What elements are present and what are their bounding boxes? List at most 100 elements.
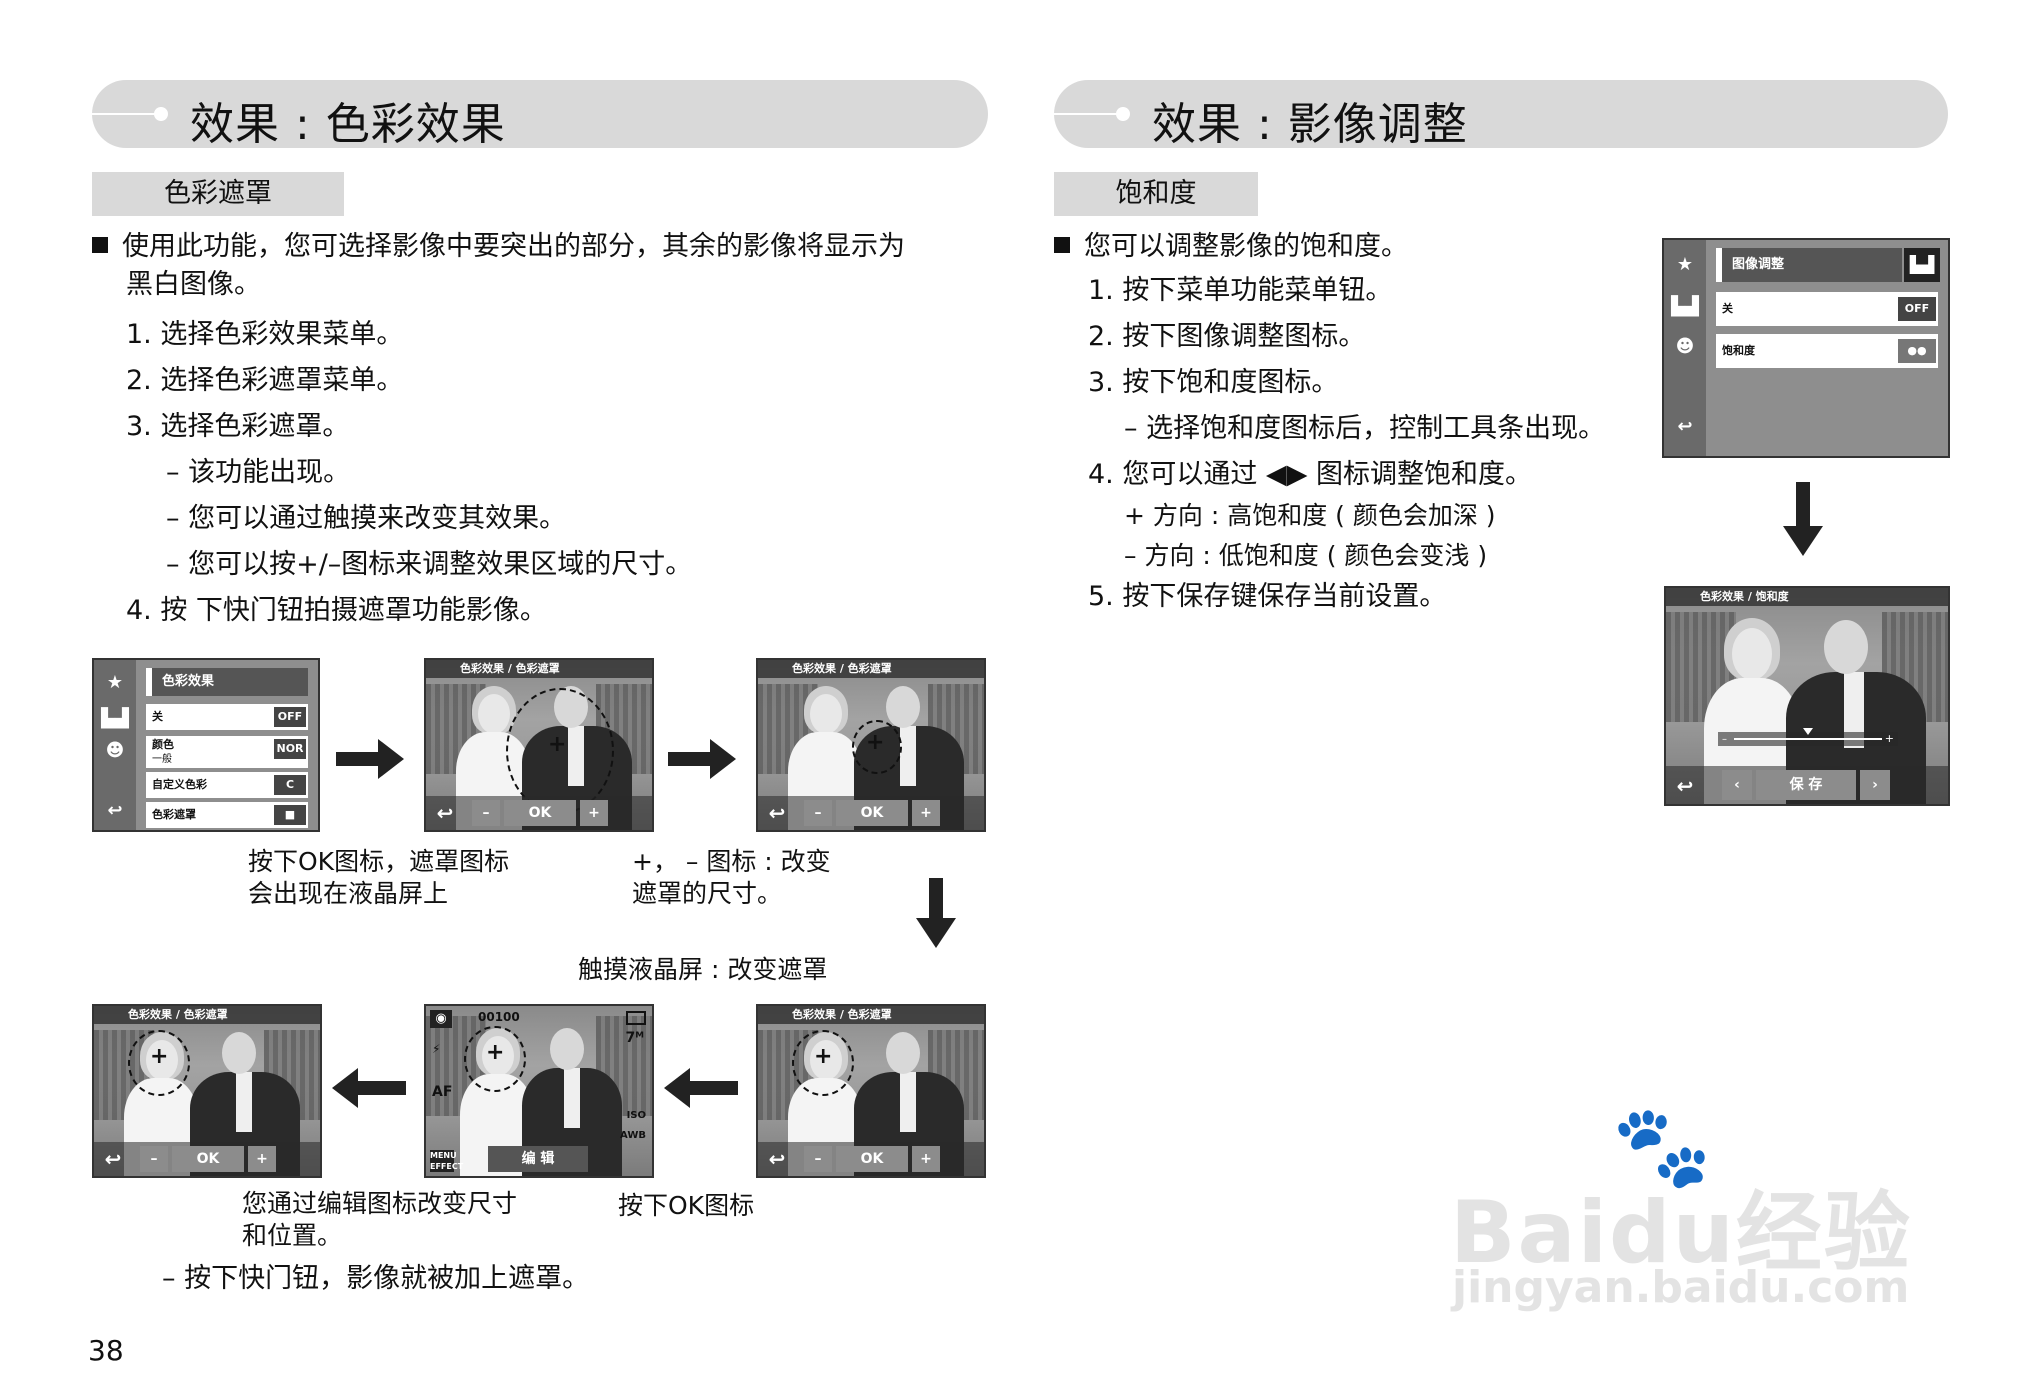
- mask-crosshair: +: [866, 730, 885, 755]
- mask-circle[interactable]: [128, 1030, 190, 1096]
- left-substep-2: – 您可以通过触摸来改变其效果。: [166, 503, 567, 534]
- mask-circle[interactable]: [792, 1030, 854, 1096]
- mask-circle[interactable]: [852, 720, 902, 774]
- left-step-3: 3. 选择色彩遮罩。: [126, 411, 350, 442]
- screen-title-bar: 色彩效果 / 饱和度: [1666, 588, 1948, 606]
- slider-thumb[interactable]: [1803, 728, 1813, 735]
- ok-button[interactable]: OK: [836, 1146, 908, 1172]
- right-sub-tab: 饱和度: [1054, 172, 1258, 216]
- mask-circle[interactable]: [464, 1026, 526, 1092]
- iso-icon[interactable]: ISO: [626, 1110, 646, 1121]
- mask-crosshair: +: [814, 1044, 833, 1069]
- right-substep: – 选择饱和度图标后，控制工具条出现。: [1124, 413, 1606, 444]
- arrow-down-left: [929, 878, 943, 920]
- back-button[interactable]: ↩: [104, 1147, 122, 1171]
- watermark-brand: Baidu经验: [1450, 1183, 1912, 1283]
- shot-counter: 00100: [478, 1010, 520, 1024]
- arrow-right-2-head: [710, 739, 736, 779]
- minus-button[interactable]: –: [804, 800, 832, 826]
- mask-crosshair: +: [548, 732, 567, 757]
- histogram-header-icon: ▙▟: [1904, 248, 1940, 282]
- af-icon[interactable]: AF: [432, 1084, 453, 1100]
- ok-button[interactable]: OK: [172, 1146, 244, 1172]
- screen-title-bar: 色彩效果 / 色彩遮罩: [758, 1006, 984, 1024]
- right-banner: 效果 : 影像调整: [1054, 80, 1948, 150]
- ok-button[interactable]: OK: [504, 800, 576, 826]
- caption-ok-mask: 按下OK图标，遮罩图标会出现在液晶屏上: [248, 847, 510, 908]
- menu-title: 图像调整: [1716, 248, 1902, 282]
- left-step-1: 1. 选择色彩效果菜单。: [126, 319, 404, 350]
- baidu-paw-logo: 🐾: [1612, 1100, 1712, 1193]
- mask-crosshair: +: [486, 1040, 505, 1065]
- right-step-3: 3. 按下饱和度图标。: [1088, 367, 1339, 398]
- plus-button[interactable]: +: [580, 800, 608, 826]
- back-button[interactable]: ↩: [436, 801, 454, 825]
- caption-press-ok: 按下OK图标: [618, 1191, 755, 1220]
- histogram-icon[interactable]: ▙▟: [101, 708, 129, 729]
- arrow-right-1: [336, 752, 380, 766]
- left-substep-3: – 您可以按+/–图标来调整效果区域的尺寸。: [166, 549, 693, 580]
- star-wand-icon[interactable]: ★: [106, 672, 124, 693]
- plus-button[interactable]: +: [912, 800, 940, 826]
- minus-button[interactable]: –: [804, 1146, 832, 1172]
- back-button[interactable]: ↩: [768, 801, 786, 825]
- minus-button[interactable]: –: [140, 1146, 168, 1172]
- left-step-2: 2. 选择色彩遮罩菜单。: [126, 365, 404, 396]
- screen-title-bar: 色彩效果 / 色彩遮罩: [94, 1006, 320, 1024]
- arrow-right-2: [668, 752, 712, 766]
- watermark-url: jingyan.baidu.com: [1452, 1262, 1910, 1313]
- page-number: 38: [88, 1334, 124, 1367]
- save-button[interactable]: 保 存: [1756, 770, 1856, 800]
- back-icon[interactable]: ↩: [1677, 416, 1693, 437]
- left-arrow-button[interactable]: ‹: [1722, 770, 1752, 800]
- arrow-left-1: [356, 1081, 406, 1095]
- right-step-2: 2. 按下图像调整图标。: [1088, 321, 1366, 352]
- edit-button[interactable]: 编 辑: [488, 1146, 588, 1172]
- flash-off-icon[interactable]: ⚡: [432, 1042, 441, 1056]
- arrow-left-1-head: [332, 1068, 358, 1108]
- mask-screen-small: 色彩效果 / 色彩遮罩 + ↩ – OK +: [756, 658, 986, 832]
- screen-title-bar: 色彩效果 / 色彩遮罩: [758, 660, 984, 678]
- menu-row-saturation[interactable]: 饱和度●●: [1716, 334, 1938, 368]
- left-step-4: 4. 按 下快门钮拍摄遮罩功能影像。: [126, 595, 547, 626]
- right-step4-minus: – 方向 : 低饱和度 ( 颜色会变浅 ): [1124, 541, 1488, 570]
- arrow-left-2-head: [664, 1068, 690, 1108]
- left-sub-tab: 色彩遮罩: [92, 172, 344, 216]
- right-step-1: 1. 按下菜单功能菜单钮。: [1088, 275, 1393, 306]
- plus-button[interactable]: +: [248, 1146, 276, 1172]
- mask-screen-large: 色彩效果 / 色彩遮罩 + ↩ – OK +: [424, 658, 654, 832]
- histogram-icon[interactable]: ▙▟: [1671, 296, 1699, 317]
- saturation-slider[interactable]: – +: [1718, 728, 1898, 746]
- star-wand-icon[interactable]: ★: [1676, 254, 1694, 275]
- mask-screen-final: 色彩效果 / 色彩遮罩 + ↩ – OK +: [92, 1004, 322, 1178]
- right-banner-title: 效果 : 影像调整: [1152, 99, 1468, 150]
- plus-button[interactable]: +: [912, 1146, 940, 1172]
- menu-row-color-mask[interactable]: 色彩遮罩■: [146, 802, 308, 828]
- right-arrow-button[interactable]: ›: [1860, 770, 1890, 800]
- saturation-screen: 色彩效果 / 饱和度 – + ↩ ‹ 保 存 ›: [1664, 586, 1950, 806]
- right-intro: 您可以调整影像的饱和度。: [1054, 230, 1408, 264]
- battery-icon: [626, 1011, 646, 1025]
- arrow-right-1-head: [378, 739, 404, 779]
- back-button[interactable]: ↩: [1676, 774, 1694, 798]
- face-icon[interactable]: ☻: [1675, 336, 1695, 357]
- resolution-icon[interactable]: 7ᴹ: [625, 1030, 644, 1046]
- arrow-down-right: [1796, 482, 1810, 528]
- back-icon[interactable]: ↩: [107, 800, 123, 821]
- arrow-down-left-head: [916, 918, 956, 948]
- back-button[interactable]: ↩: [768, 1147, 786, 1171]
- awb-icon[interactable]: AWB: [620, 1130, 646, 1141]
- face-icon[interactable]: ☻: [105, 740, 125, 761]
- right-step4-plus: + 方向 : 高饱和度 ( 颜色会加深 ): [1124, 501, 1496, 530]
- ok-button[interactable]: OK: [836, 800, 908, 826]
- minus-button[interactable]: –: [472, 800, 500, 826]
- mask-screen-touch: 色彩效果 / 色彩遮罩 + ↩ – OK +: [756, 1004, 986, 1178]
- camera-mode-icon[interactable]: ◉: [430, 1010, 452, 1028]
